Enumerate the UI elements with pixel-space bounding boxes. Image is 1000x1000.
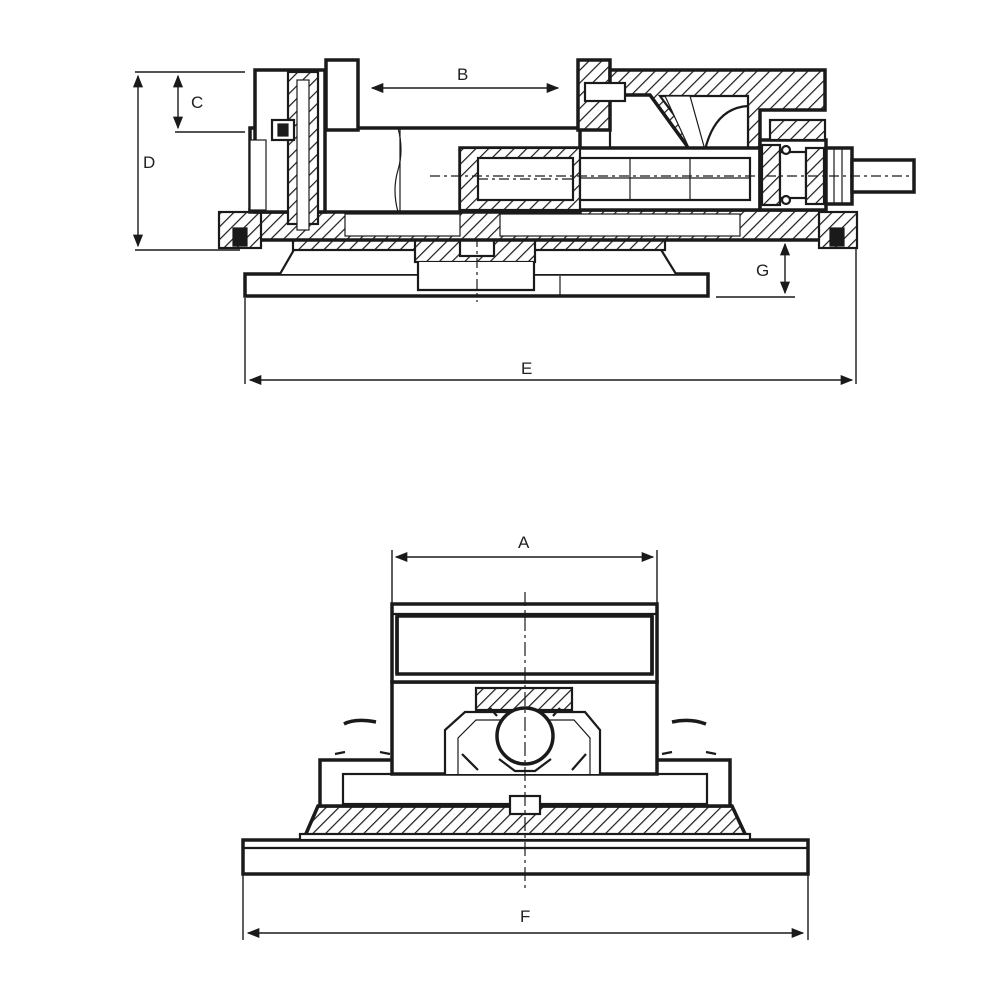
dimension-c: C (172, 74, 245, 133)
dimension-b-label: B (457, 65, 468, 84)
dimension-a: A (391, 533, 658, 604)
dimension-g: G (716, 242, 795, 298)
dimension-a-label: A (518, 533, 530, 552)
front-clamp-handles (334, 718, 717, 756)
dimension-c-label: C (191, 93, 203, 112)
side-view: D C B G E (132, 58, 916, 386)
dimension-b: B (370, 65, 560, 94)
dimension-e: E (244, 248, 857, 386)
front-vise-body (390, 680, 659, 776)
dimension-d-label: D (143, 153, 155, 172)
side-base-plate (243, 214, 710, 302)
side-fixed-jaw (249, 58, 360, 231)
front-view: A F (241, 533, 810, 940)
dimension-e-label: E (521, 359, 532, 378)
side-moving-jaw (576, 58, 827, 152)
dimension-f-label: F (520, 907, 530, 926)
dimension-d: D (132, 71, 245, 251)
dimension-f: F (242, 874, 809, 940)
dimension-g-label: G (756, 261, 769, 280)
side-spindle (430, 118, 916, 212)
